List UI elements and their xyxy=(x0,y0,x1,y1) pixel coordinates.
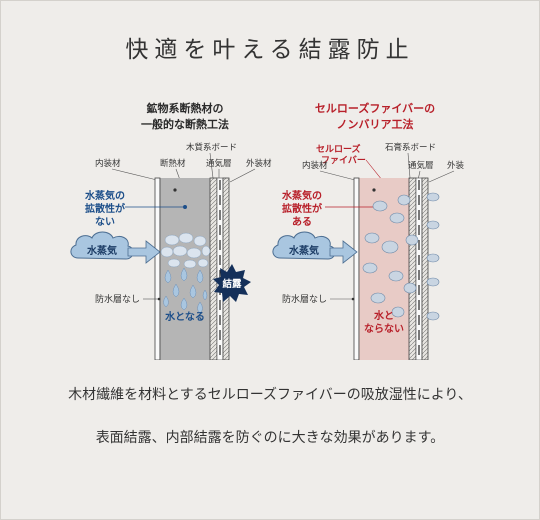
left-vapor-arrow xyxy=(127,240,161,264)
right-interior-layer xyxy=(353,177,360,360)
left-interior-layer xyxy=(154,177,161,360)
left-wall-diagram: 鉱物系断熱材の 一般的な断熱工法 木質系ボード 内装材 断熱材 通気層 外装材 … xyxy=(70,101,272,360)
left-vapor-note-1: 水蒸気の xyxy=(84,189,125,202)
left-vapor-note-3: ない xyxy=(95,216,115,228)
right-label-cellulose-2: ファイバー xyxy=(321,155,366,166)
right-vapor-note-3: ある xyxy=(292,215,312,228)
left-cloud-label: 水蒸気 xyxy=(86,244,117,257)
right-vapor-note-1: 水蒸気の xyxy=(281,189,322,202)
left-label-vent: 通気層 xyxy=(206,158,232,169)
left-label-interior: 内装材 xyxy=(95,158,121,169)
right-heading-line2: ノンバリア工法 xyxy=(337,117,414,131)
left-heading-line2: 一般的な断熱工法 xyxy=(141,117,229,131)
right-no-water-1: 水と xyxy=(373,309,394,322)
page-title: 快適を叶える結露防止 xyxy=(125,37,415,63)
left-vapor-cloud: 水蒸気 xyxy=(70,231,134,260)
left-vapor-note-2: 拡散性が xyxy=(85,202,126,215)
right-vapor-note-2: 拡散性が xyxy=(282,202,323,215)
right-vapor-cloud: 水蒸気 xyxy=(272,231,336,260)
left-label-exterior: 外装材 xyxy=(246,158,272,169)
left-exterior-layer xyxy=(222,177,230,360)
right-exterior-layer xyxy=(421,177,429,360)
left-condensation-label: 結露 xyxy=(222,278,242,290)
right-label-cellulose-1: セルローズ xyxy=(316,143,361,155)
left-label-board: 木質系ボード xyxy=(186,142,237,153)
right-cloud-label: 水蒸気 xyxy=(288,244,319,257)
right-no-water-2: ならない xyxy=(364,323,404,335)
left-no-waterproof: 防水層なし xyxy=(95,293,140,305)
right-wall-diagram: セルローズファイバーの ノンバリア工法 セルローズ ファイバー 石膏系ボード 内… xyxy=(272,101,465,360)
caption-line-1: 木材繊維を材料とするセルローズファイバーの吸放湿性により、 xyxy=(68,387,472,403)
caption-line-2: 表面結露、内部結露を防ぐのに大きな効果があります。 xyxy=(95,430,445,446)
right-label-exterior: 外装 xyxy=(447,160,465,171)
left-water-drops xyxy=(163,267,208,314)
left-becomes-water: 水となる xyxy=(164,310,205,323)
condensation-badge: 結露 xyxy=(213,264,251,302)
right-label-vent: 通気層 xyxy=(408,160,434,171)
left-label-insulation: 断熱材 xyxy=(160,158,186,169)
right-vapor-puffs xyxy=(362,194,419,318)
right-vapor-arrow xyxy=(329,240,358,264)
right-label-interior: 内装材 xyxy=(302,160,328,171)
right-board-layer xyxy=(408,177,417,360)
left-board-layer xyxy=(209,177,218,360)
right-no-waterproof: 防水層なし xyxy=(282,293,327,305)
right-heading-line1: セルローズファイバーの xyxy=(315,101,435,115)
right-label-board: 石膏系ボード xyxy=(385,142,436,153)
condensation-diagram: 鉱物系断熱材の 一般的な断熱工法 木質系ボード 内装材 断熱材 通気層 外装材 … xyxy=(70,101,465,360)
left-heading-line1: 鉱物系断熱材の xyxy=(147,101,224,115)
